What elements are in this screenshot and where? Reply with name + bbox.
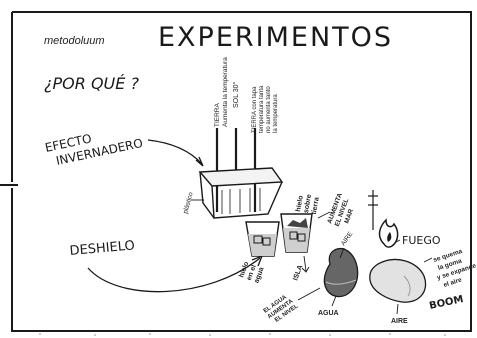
water-balloon: [323, 247, 359, 298]
flame-icon: [378, 218, 399, 248]
deshielo-label: DESHIELO: [69, 238, 135, 259]
aire-bottom-label: AIRE: [391, 318, 408, 325]
paper-texture: [39, 333, 446, 336]
agua-nivel-label: EL AGUA AUMENTA EL NIVEL: [263, 292, 300, 326]
cup-ice-in-water: [245, 221, 280, 257]
note-column-3: TIERRA con tapa temperatura tanta no aum…: [252, 84, 279, 133]
greenhouse-box: [198, 167, 284, 219]
question-heading: ¿POR QUÉ ?: [44, 74, 139, 93]
note-column-2: SOL 30°: [232, 82, 240, 108]
note-column-1: TIERRA Aumenta la temperatura: [214, 57, 229, 127]
air-balloon: [369, 259, 427, 303]
cup-ice-on-land: [280, 213, 313, 253]
deshielo-arrow: [87, 257, 261, 293]
hielo-agua-label: hielo en el agua: [238, 259, 266, 284]
agua-label: AGUA: [318, 310, 339, 317]
page-frame: [11, 11, 472, 332]
brand-logo: metodoluum: [44, 35, 105, 47]
hielo-tierra-label: hielo sobre tierra: [295, 190, 321, 215]
fuego-label: FUEGO: [402, 234, 441, 247]
page-title: EXPERIMENTOS: [158, 22, 393, 53]
efecto-arrow: [147, 139, 203, 165]
stand-icon: [368, 190, 378, 230]
aumenta-label: AUMENTA EL NIVEL MAR: [326, 191, 359, 230]
